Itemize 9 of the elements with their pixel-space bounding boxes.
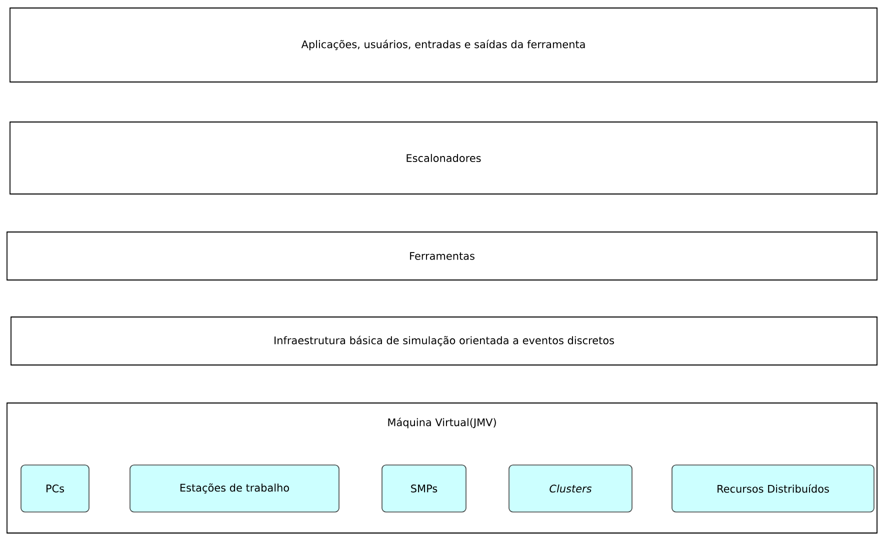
layer-box: Infraestrutura básica de simulação orientada a eventos discretos	[10, 316, 878, 366]
resource-box: Estações de trabalho	[130, 464, 340, 512]
layer-box: Escalonadores	[10, 122, 878, 194]
layer-box: Aplicações, usuários, entradas e saídas da ferramenta	[10, 8, 878, 82]
resource-box: Clusters	[508, 464, 632, 512]
resource-box: PCs	[20, 464, 90, 512]
layer-box: Ferramentas	[6, 232, 878, 280]
resource-box: Recursos Distribuídos	[672, 464, 874, 512]
resource-box: SMPs	[382, 464, 466, 512]
